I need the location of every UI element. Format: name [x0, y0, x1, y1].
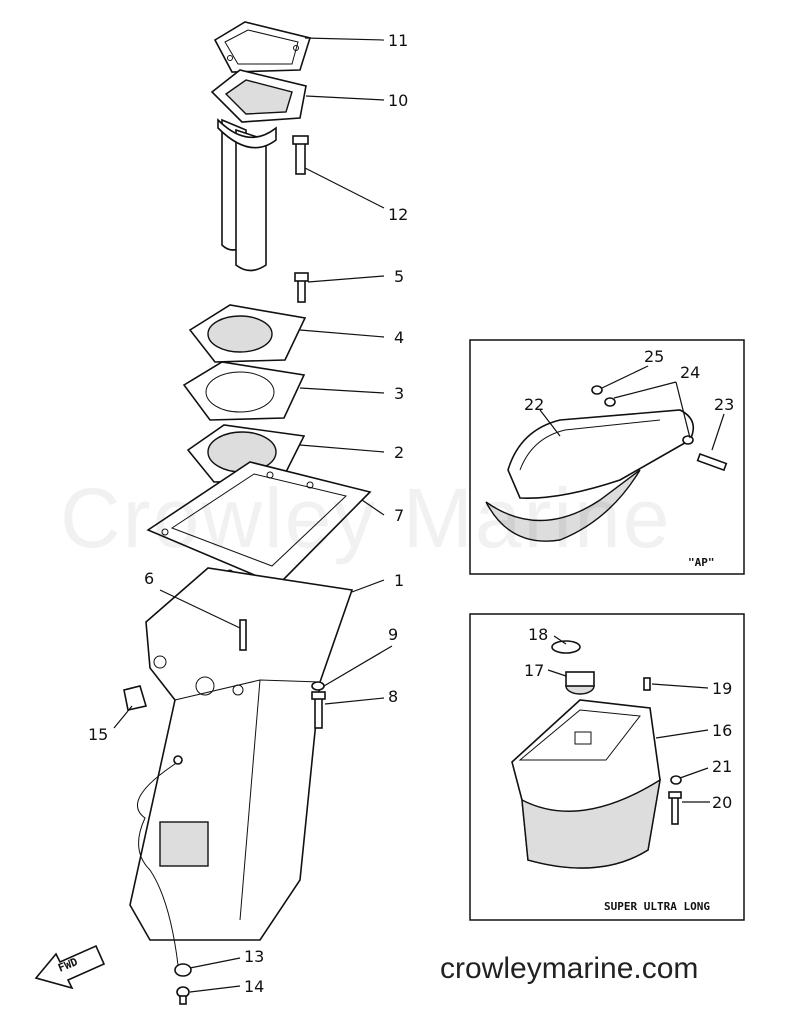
- pin-6: [239, 619, 247, 651]
- bolt-12: [292, 135, 309, 175]
- leader-lines: [113, 37, 393, 993]
- bolt-8: [311, 691, 326, 729]
- inset-ap-caption: "AP": [688, 556, 715, 569]
- inset-sul-caption: SUPER ULTRA LONG: [604, 900, 710, 913]
- bolt-5: [294, 272, 309, 303]
- gasket-11: [213, 21, 312, 73]
- callout-19: 19: [712, 679, 732, 698]
- main-callouts: 11 10 12 5 4 3 2 7 1 6 9 8 15 13 14: [88, 31, 408, 996]
- callout-16: 16: [712, 721, 732, 740]
- callout-9: 9: [388, 625, 398, 644]
- website-text: crowleymarine.com: [440, 952, 699, 985]
- callout-8: 8: [388, 687, 398, 706]
- callout-6: 6: [144, 569, 154, 588]
- grommet-15: [123, 685, 148, 711]
- callout-1: 1: [394, 571, 404, 590]
- callout-10: 10: [388, 91, 408, 110]
- callout-22: 22: [524, 395, 544, 414]
- gasket-3: [182, 361, 306, 421]
- callout-17: 17: [524, 661, 544, 680]
- callout-11: 11: [388, 31, 408, 50]
- exhaust-guide-tubes: [217, 118, 277, 272]
- callout-13: 13: [244, 947, 264, 966]
- callout-5: 5: [394, 267, 404, 286]
- gasket-4: [188, 304, 307, 363]
- callout-23: 23: [714, 395, 734, 414]
- callout-2: 2: [394, 443, 404, 462]
- fwd-arrow-icon: FWD: [34, 944, 106, 990]
- bolt-14: [176, 986, 190, 1005]
- callout-12: 12: [388, 205, 408, 224]
- callout-21: 21: [712, 757, 732, 776]
- inset-super-ultra-long: 18 17 19 16 21 20 SUPER ULTRA LONG: [469, 613, 745, 921]
- callout-24: 24: [680, 363, 700, 382]
- nut-13: [174, 963, 192, 977]
- watermark: Crowley Marine: [60, 471, 672, 565]
- callout-4: 4: [394, 328, 404, 347]
- inset-ap: 25 24 22 23 "AP": [469, 339, 745, 575]
- callout-20: 20: [712, 793, 732, 812]
- callout-25: 25: [644, 347, 664, 366]
- upper-casing-1: [129, 567, 354, 941]
- callout-14: 14: [244, 977, 264, 996]
- washer-9: [311, 681, 325, 691]
- callout-18: 18: [528, 625, 548, 644]
- plate-10: [210, 69, 307, 123]
- callout-15: 15: [88, 725, 108, 744]
- ground-lead: [136, 755, 183, 966]
- callout-7: 7: [394, 506, 404, 525]
- callout-3: 3: [394, 384, 404, 403]
